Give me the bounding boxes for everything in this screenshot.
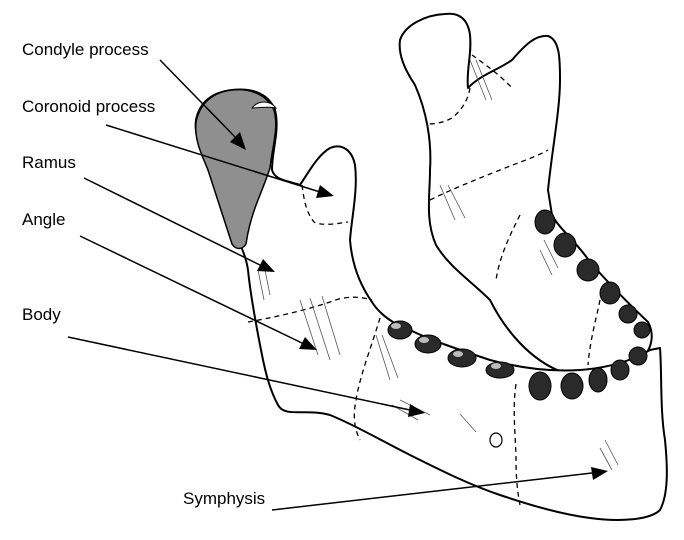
label-symphysis: Symphysis bbox=[183, 489, 266, 508]
label-ramus: Ramus bbox=[22, 153, 76, 172]
label-body: Body bbox=[22, 305, 61, 324]
label-angle: Angle bbox=[22, 210, 66, 229]
teeth-far bbox=[534, 209, 651, 339]
far-neck-line bbox=[471, 54, 513, 89]
arrow-condyle bbox=[159, 59, 246, 150]
coronoid-boundary bbox=[301, 184, 349, 225]
condyle-notch bbox=[250, 101, 278, 109]
near-mandible bbox=[194, 88, 668, 521]
far-ramus-boundary bbox=[429, 149, 549, 201]
body-boundary-left bbox=[353, 317, 381, 441]
label-condyle-process: Condyle process bbox=[22, 40, 149, 59]
ramus-body-boundary bbox=[247, 296, 373, 323]
arrow-symphysis bbox=[271, 467, 608, 511]
mental-foramen bbox=[489, 432, 503, 448]
arrow-angle bbox=[79, 235, 317, 350]
teeth-near bbox=[387, 320, 648, 401]
arrow-ramus bbox=[83, 177, 275, 272]
far-coronoid-boundary bbox=[427, 87, 471, 125]
arrow-body bbox=[67, 336, 425, 417]
far-body-boundary bbox=[587, 299, 601, 366]
far-ramus bbox=[398, 12, 653, 373]
label-coronoid-process: Coronoid process bbox=[22, 97, 156, 116]
symphysis-boundary bbox=[513, 383, 521, 506]
arrow-coronoid bbox=[105, 124, 334, 198]
condyle-highlight bbox=[194, 88, 277, 250]
